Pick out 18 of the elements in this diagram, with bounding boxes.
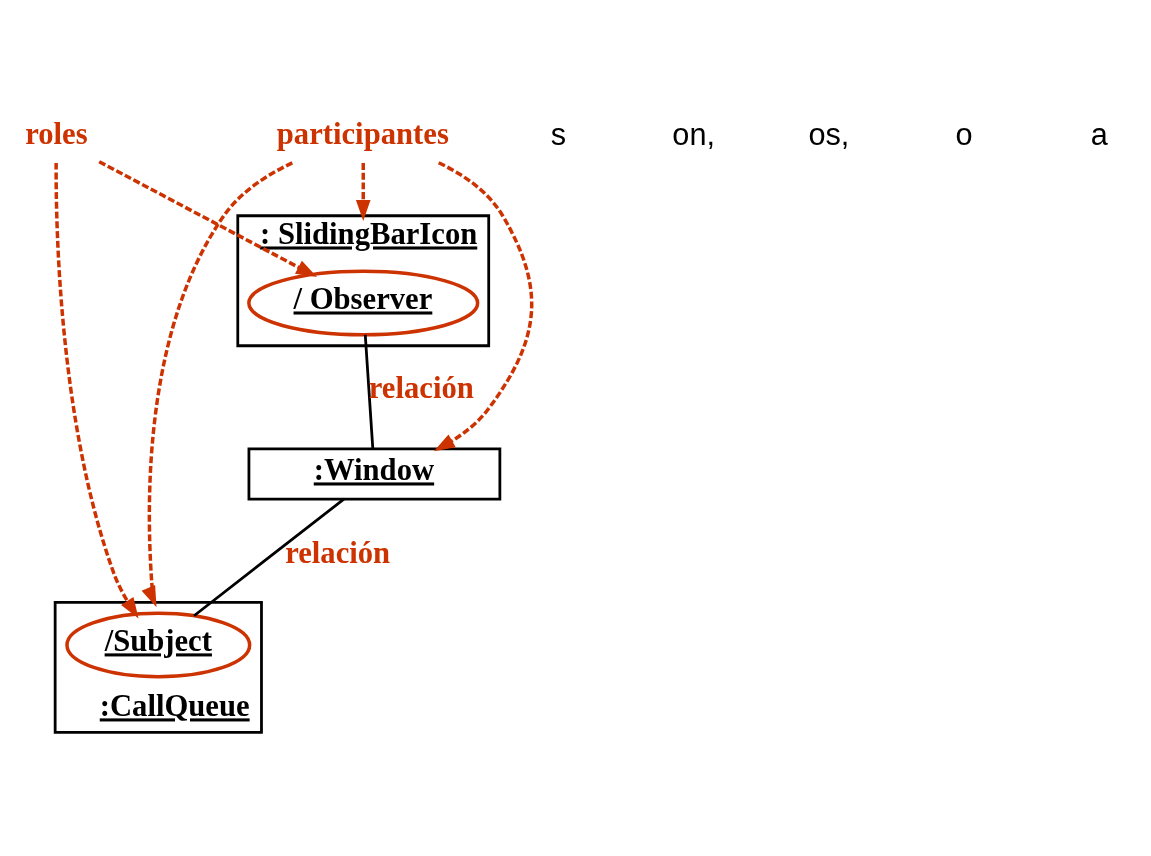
node-text: participantes <box>276 117 449 152</box>
node-ellipse: / Observer <box>247 269 480 337</box>
label: on, <box>672 117 715 152</box>
arrow <box>54 162 139 619</box>
arrow <box>433 161 534 452</box>
connector <box>363 334 375 449</box>
label: o <box>955 117 973 152</box>
connector <box>193 498 345 617</box>
arrow <box>355 163 371 222</box>
node-text: roles <box>25 117 88 152</box>
arrow <box>98 160 317 278</box>
node-box: :Window <box>247 447 502 501</box>
node-ellipse: /Subject <box>65 611 252 679</box>
label: os, <box>808 117 850 152</box>
label: s <box>550 117 567 152</box>
label: a <box>1090 117 1108 152</box>
edge-label: relación <box>285 535 391 570</box>
arrow <box>141 161 294 608</box>
